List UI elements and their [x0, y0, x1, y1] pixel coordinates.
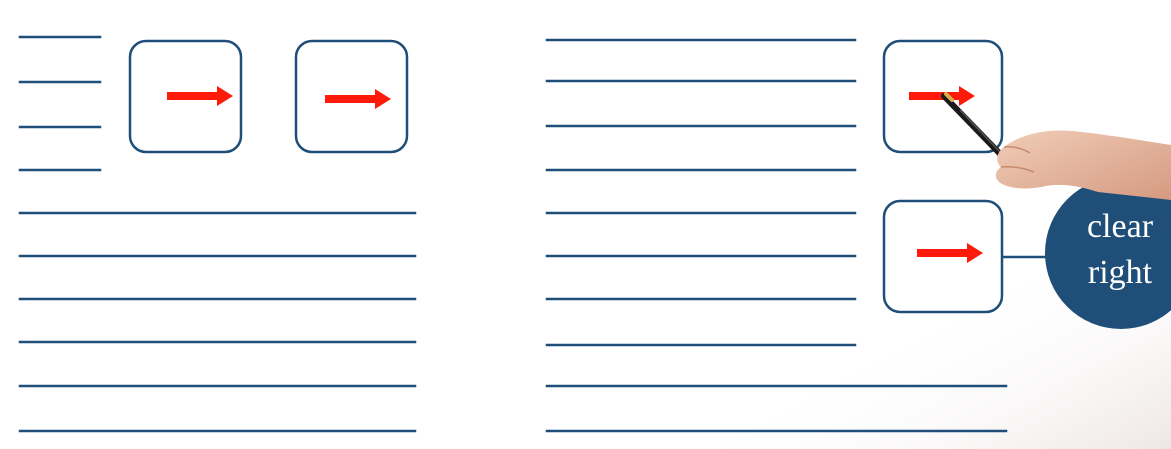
right-float-box-2 [882, 199, 1004, 314]
right-arrow-icon [909, 86, 975, 106]
right-arrow-icon [325, 89, 391, 109]
callout-circle [1045, 177, 1171, 329]
right-panel [545, 38, 1008, 433]
callout-line-2: right [1088, 254, 1153, 291]
left-float-box-2 [294, 39, 409, 154]
callout-line-1: clear [1087, 208, 1154, 245]
right-arrow-icon [167, 86, 233, 106]
clear-right-callout: clear right [1045, 177, 1171, 329]
left-float-box-1 [128, 39, 243, 154]
pointing-hand-with-pen-icon [941, 92, 1171, 200]
right-arrow-icon [917, 243, 983, 263]
left-panel [18, 35, 417, 433]
